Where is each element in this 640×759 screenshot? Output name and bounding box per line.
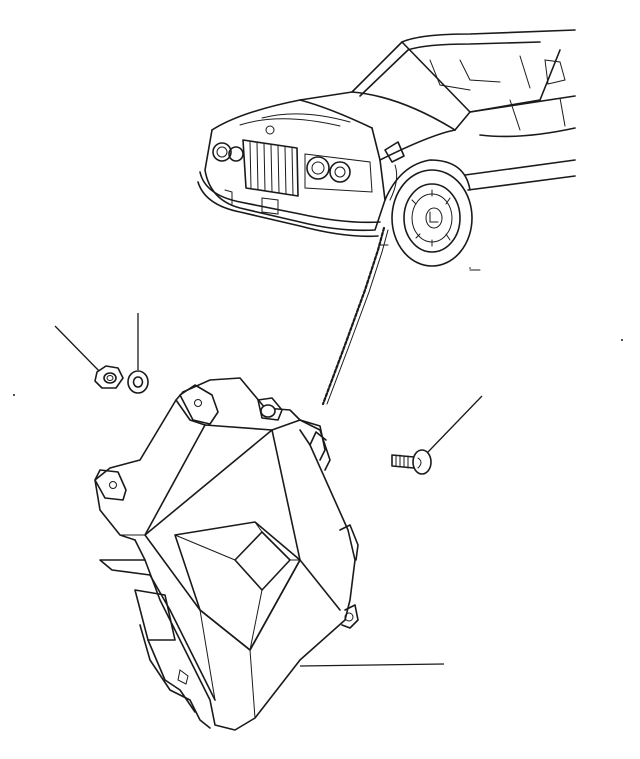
control-unit-tray-icon [94, 377, 445, 731]
screw-icon [391, 395, 483, 475]
scan-speck-icon [13, 267, 623, 396]
washer-icon [127, 313, 149, 394]
car-front-three-quarter-icon [197, 29, 576, 271]
wiring-harness-icon [321, 226, 389, 406]
hex-nut-icon [54, 325, 124, 389]
